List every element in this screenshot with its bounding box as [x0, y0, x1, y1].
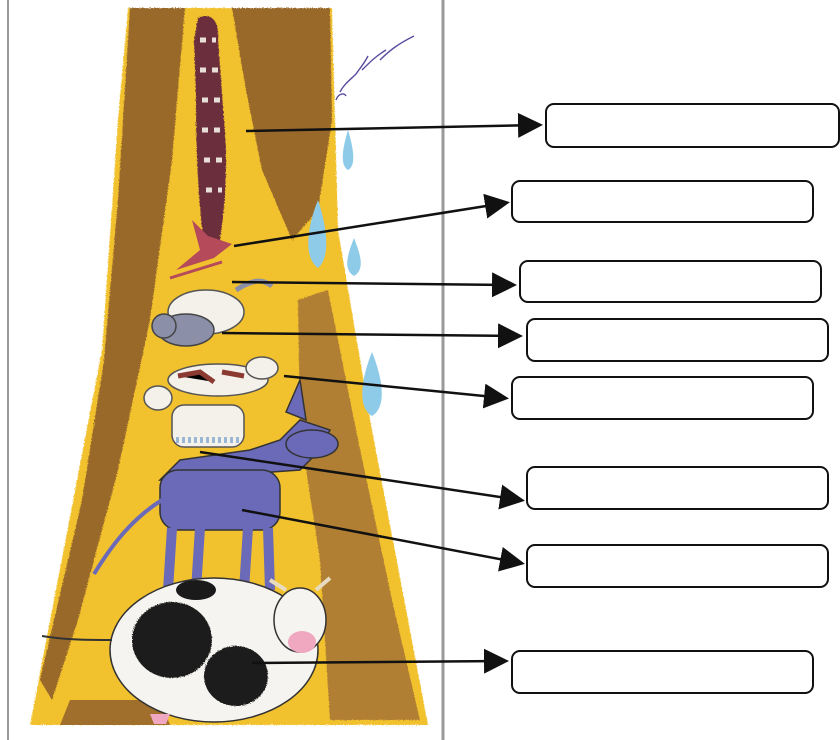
cow-spot — [132, 602, 212, 678]
label-box-1[interactable] — [545, 103, 840, 148]
dog-head — [246, 357, 278, 379]
label-box-7[interactable] — [526, 544, 829, 588]
rain-drop — [347, 238, 361, 276]
illustration — [30, 8, 428, 725]
label-box-8[interactable] — [511, 650, 814, 694]
cat-head — [152, 314, 176, 338]
label-box-2[interactable] — [511, 180, 814, 223]
label-box-4[interactable] — [526, 318, 829, 362]
label-box-3[interactable] — [519, 260, 822, 303]
donkey-head — [286, 430, 338, 458]
label-box-6[interactable] — [526, 466, 829, 510]
sheep-head — [144, 386, 172, 410]
cow-nose — [288, 631, 316, 653]
cow-spot — [204, 646, 268, 706]
rain-drop — [343, 130, 354, 170]
label-box-5[interactable] — [511, 376, 814, 420]
donkey-torso — [160, 470, 280, 530]
artist-signature — [336, 36, 414, 100]
cow-spot — [176, 580, 216, 600]
